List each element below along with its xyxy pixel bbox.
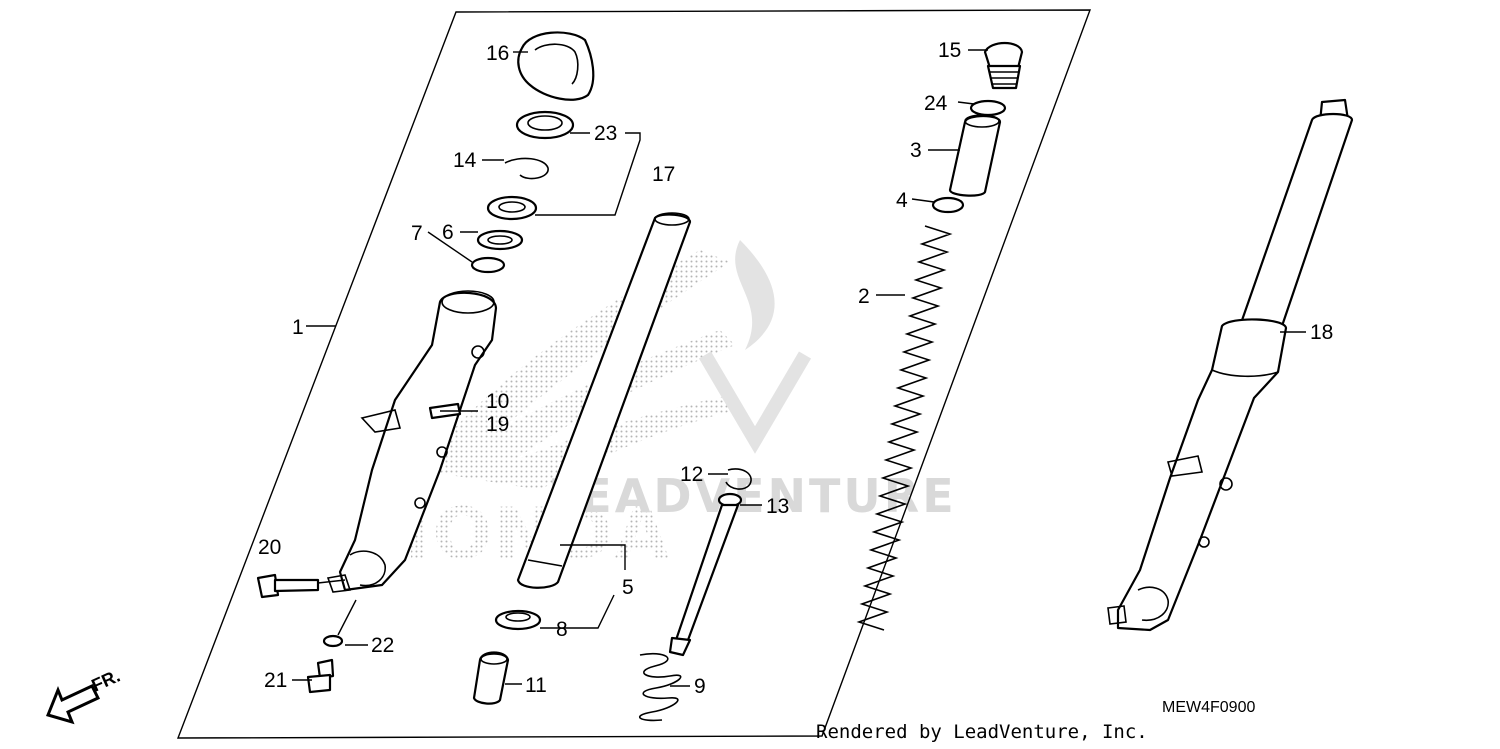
leadventure-v-icon	[698, 351, 812, 454]
callout-24[interactable]: 24	[924, 92, 948, 115]
part-8-bushing[interactable]	[494, 609, 542, 631]
part-20-socket-bolt[interactable]	[256, 573, 320, 599]
part-12-circlip[interactable]	[725, 468, 752, 490]
assembly-boundary	[176, 9, 1092, 739]
callout-5[interactable]: 5	[622, 576, 634, 599]
callout-4[interactable]: 4	[896, 189, 908, 212]
callout-7[interactable]: 7	[411, 222, 423, 245]
callout-21[interactable]: 21	[264, 669, 287, 692]
part-7-ring[interactable]	[470, 256, 506, 274]
callout-8[interactable]: 8	[556, 618, 568, 641]
callout-12[interactable]: 12	[680, 463, 703, 486]
diagram-code: MEW4F0900	[1162, 699, 1255, 716]
part-14-clip[interactable]	[504, 157, 549, 180]
part-6-washer[interactable]	[476, 229, 524, 251]
render-credit: Rendered by LeadVenture, Inc.	[816, 721, 1148, 743]
callout-18[interactable]: 18	[1310, 321, 1333, 344]
callout-13[interactable]: 13	[766, 495, 789, 518]
part-15-fork-cap[interactable]	[983, 41, 1024, 90]
callout-19[interactable]: 19	[486, 413, 509, 436]
leader-lines	[292, 49, 1306, 687]
part-17-oil-seal[interactable]	[486, 195, 538, 221]
front-arrow-icon	[45, 684, 101, 725]
front-direction-indicator: FR.	[45, 666, 123, 725]
callout-1[interactable]: 1	[292, 316, 304, 339]
part-23-dust-seal[interactable]	[515, 110, 575, 140]
part-13-damper-rod[interactable]	[668, 492, 743, 657]
callout-17[interactable]: 17	[652, 163, 675, 186]
callout-6[interactable]: 6	[442, 221, 454, 244]
callouts: 16 23 14 17 6 7 1 10 19 20 22 21 5 8 11 …	[258, 39, 1333, 698]
callout-10[interactable]: 10	[486, 390, 509, 413]
part-16-dust-cover[interactable]	[517, 31, 595, 101]
callout-14[interactable]: 14	[453, 149, 477, 172]
part-5-fork-tube[interactable]	[516, 212, 692, 589]
callout-11[interactable]: 11	[525, 674, 547, 697]
part-22-washer[interactable]	[322, 634, 344, 648]
callout-15[interactable]: 15	[938, 39, 961, 62]
callout-16[interactable]: 16	[486, 42, 509, 65]
part-3-spacer[interactable]	[948, 114, 1002, 197]
part-11-oil-lock[interactable]	[472, 651, 510, 705]
part-18-fork-assembly[interactable]	[1107, 98, 1354, 632]
leadventure-watermark: LEADVENTURE	[548, 469, 957, 523]
leadventure-flame-icon	[735, 240, 775, 350]
part-2-fork-spring[interactable]	[856, 225, 953, 631]
callout-9[interactable]: 9	[694, 675, 706, 698]
callout-22[interactable]: 22	[371, 634, 394, 657]
part-21-drain-bolt[interactable]	[306, 658, 335, 694]
part-4-spring-seat[interactable]	[931, 196, 965, 214]
callout-2[interactable]: 2	[858, 285, 870, 308]
part-9-rebound-spring[interactable]	[638, 652, 682, 722]
part-24-o-ring[interactable]	[969, 99, 1007, 117]
part-1-fork-slider[interactable]	[326, 290, 498, 593]
callout-3[interactable]: 3	[910, 139, 922, 162]
callout-20[interactable]: 20	[258, 536, 281, 559]
front-label: FR.	[88, 666, 123, 696]
callout-23[interactable]: 23	[594, 122, 617, 145]
